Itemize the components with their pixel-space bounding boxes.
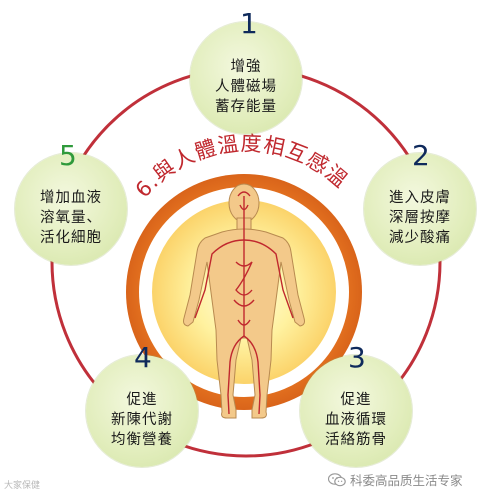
- node-2-line-3: 減少酸痛: [389, 230, 451, 246]
- node-4-line-3: 均衡營養: [111, 432, 173, 448]
- node-5: 5 增加血液 溶氧量、 活化細胞: [15, 142, 127, 265]
- node-5-line-3: 活化細胞: [40, 230, 102, 246]
- node-5-line-2: 溶氧量、: [40, 210, 102, 226]
- blood-vessels: [194, 191, 294, 415]
- node-4-line-1: 促進: [126, 392, 158, 408]
- node-2: 2 進入皮膚 深層按摩 減少酸痛: [364, 142, 476, 265]
- node-3-line-3: 活絡筋骨: [325, 432, 387, 448]
- node-2-number: 2: [412, 139, 430, 172]
- node-1-line-2: 人體磁場: [215, 79, 277, 95]
- node-1: 1 增強 人體磁場 蓄存能量: [190, 10, 302, 134]
- node-1-line-3: 蓄存能量: [215, 99, 277, 115]
- node-3: 3 促進 血液循環 活絡筋骨: [300, 344, 412, 467]
- node-3-line-1: 促進: [340, 392, 372, 408]
- node-3-number: 3: [348, 341, 366, 374]
- node-2-line-2: 深層按摩: [389, 210, 451, 226]
- node-4-line-2: 新陳代謝: [111, 412, 173, 428]
- node-4: 4 促進 新陳代謝 均衡營養: [86, 344, 198, 467]
- node-4-number: 4: [134, 341, 152, 374]
- node-3-line-2: 血液循環: [325, 412, 387, 428]
- watermark-right-text: 科委高品质生活专家: [350, 473, 463, 488]
- node-5-line-1: 增加血液: [40, 190, 102, 206]
- watermark-right: 科委高品质生活专家: [328, 470, 463, 489]
- node-1-line-1: 增強: [230, 59, 262, 75]
- node-1-number: 1: [240, 7, 258, 40]
- node-5-number: 5: [59, 139, 77, 172]
- node-2-line-1: 進入皮膚: [389, 190, 451, 206]
- watermark-left: 大家保健: [4, 481, 41, 491]
- wechat-icon: [328, 472, 346, 486]
